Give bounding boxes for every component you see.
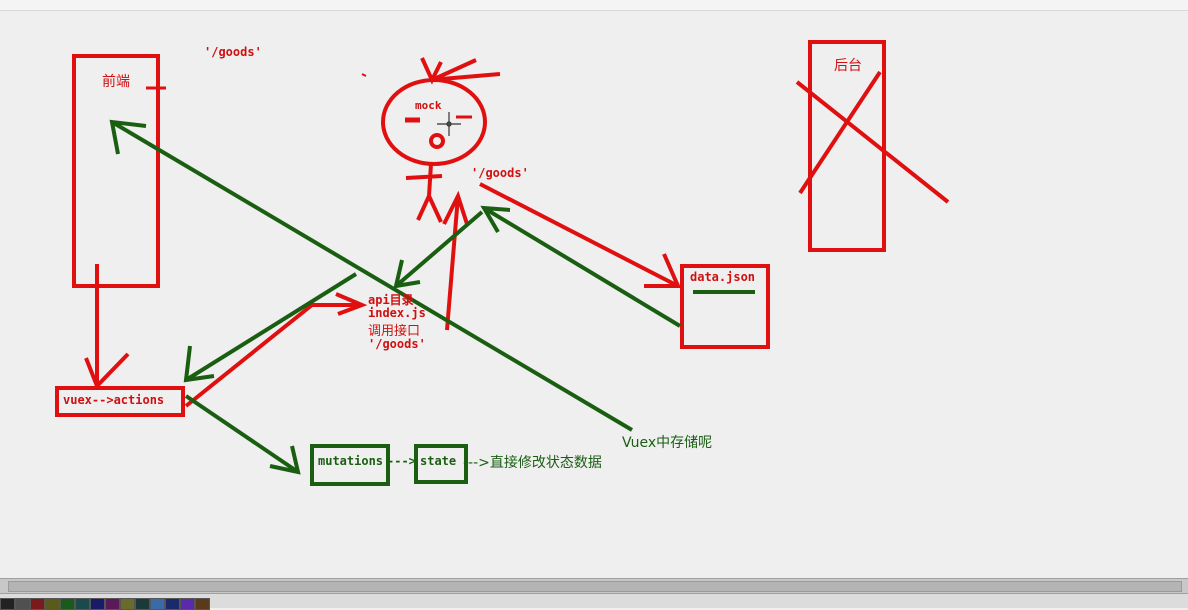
arrow-mock-to-api [393, 210, 484, 289]
backend-label: 后台 [834, 58, 862, 74]
mock-label: mock [415, 99, 442, 112]
actions-box [55, 386, 185, 417]
palette-swatch[interactable] [150, 598, 165, 610]
arrow-actions-to-api [184, 292, 368, 408]
backend-cross-b [798, 70, 882, 195]
drawing-canvas[interactable]: actions box --> 前端 后台 '/goods' mock '/go… [0, 0, 1188, 578]
horizontal-scrollbar[interactable] [0, 578, 1188, 594]
arrow-data-to-mock [480, 205, 682, 328]
state-note: --->直接修改状态数据 [463, 455, 602, 471]
backend-cross-a [795, 80, 950, 204]
mock-mouth [429, 133, 445, 149]
diagram-drawing: actions box --> [55, 40, 950, 486]
palette-swatch[interactable] [60, 598, 75, 610]
title-bar [0, 0, 1188, 11]
mutations-box [310, 444, 390, 486]
palette-swatch[interactable] [195, 598, 210, 610]
arrow-api-to-mock [442, 190, 469, 331]
mock-arms [405, 174, 443, 180]
api-line-2: index.js [368, 306, 426, 320]
palette-swatch[interactable] [15, 598, 30, 610]
palette-swatch[interactable] [75, 598, 90, 610]
arrow-mock-to-data [479, 182, 682, 288]
mock-body [427, 163, 433, 197]
palette-swatch[interactable] [45, 598, 60, 610]
palette-swatch[interactable] [90, 598, 105, 610]
mutations-state-arrow: ---> [387, 454, 416, 468]
mock-head [381, 78, 487, 166]
data-json-label: data.json [690, 270, 756, 284]
scrollbar-thumb[interactable] [8, 581, 1182, 592]
frontend-box [72, 54, 160, 288]
crosshair-icon [437, 112, 461, 136]
palette-swatch[interactable] [120, 598, 135, 610]
mock-leg-left [416, 195, 431, 221]
mock-leg-right [427, 195, 443, 223]
data-json-box [680, 264, 770, 349]
palette-swatch[interactable] [105, 598, 120, 610]
arrow-actions-to-mutations [184, 394, 301, 475]
actions-label: vuex-->actions [63, 393, 165, 407]
backend-box [808, 40, 886, 252]
mock-hair [420, 57, 501, 85]
arrow-vuex-to-frontend [109, 119, 634, 432]
palette-swatch[interactable] [165, 598, 180, 610]
arrow-frontend-to-actions [84, 264, 130, 390]
goods-top-label: '/goods' [204, 45, 262, 59]
api-line-4: '/goods' [368, 337, 426, 351]
palette-swatch[interactable] [135, 598, 150, 610]
color-palette [0, 594, 1188, 610]
stray-mark [361, 73, 367, 77]
api-line-3: 调用接口 [368, 324, 421, 339]
mutations-label: mutations [318, 454, 384, 468]
arrow-api-to-actions [183, 272, 358, 383]
palette-swatch[interactable] [30, 598, 45, 610]
state-label: state [420, 454, 457, 468]
goods-mid-label: '/goods' [471, 166, 529, 180]
api-line-1: api目录 [368, 293, 414, 307]
palette-swatch[interactable] [0, 598, 15, 610]
frontend-label: 前端 [102, 74, 130, 90]
palette-swatch[interactable] [180, 598, 195, 610]
state-box [414, 444, 468, 484]
vuex-store-note: Vuex中存储呢 [622, 435, 713, 451]
